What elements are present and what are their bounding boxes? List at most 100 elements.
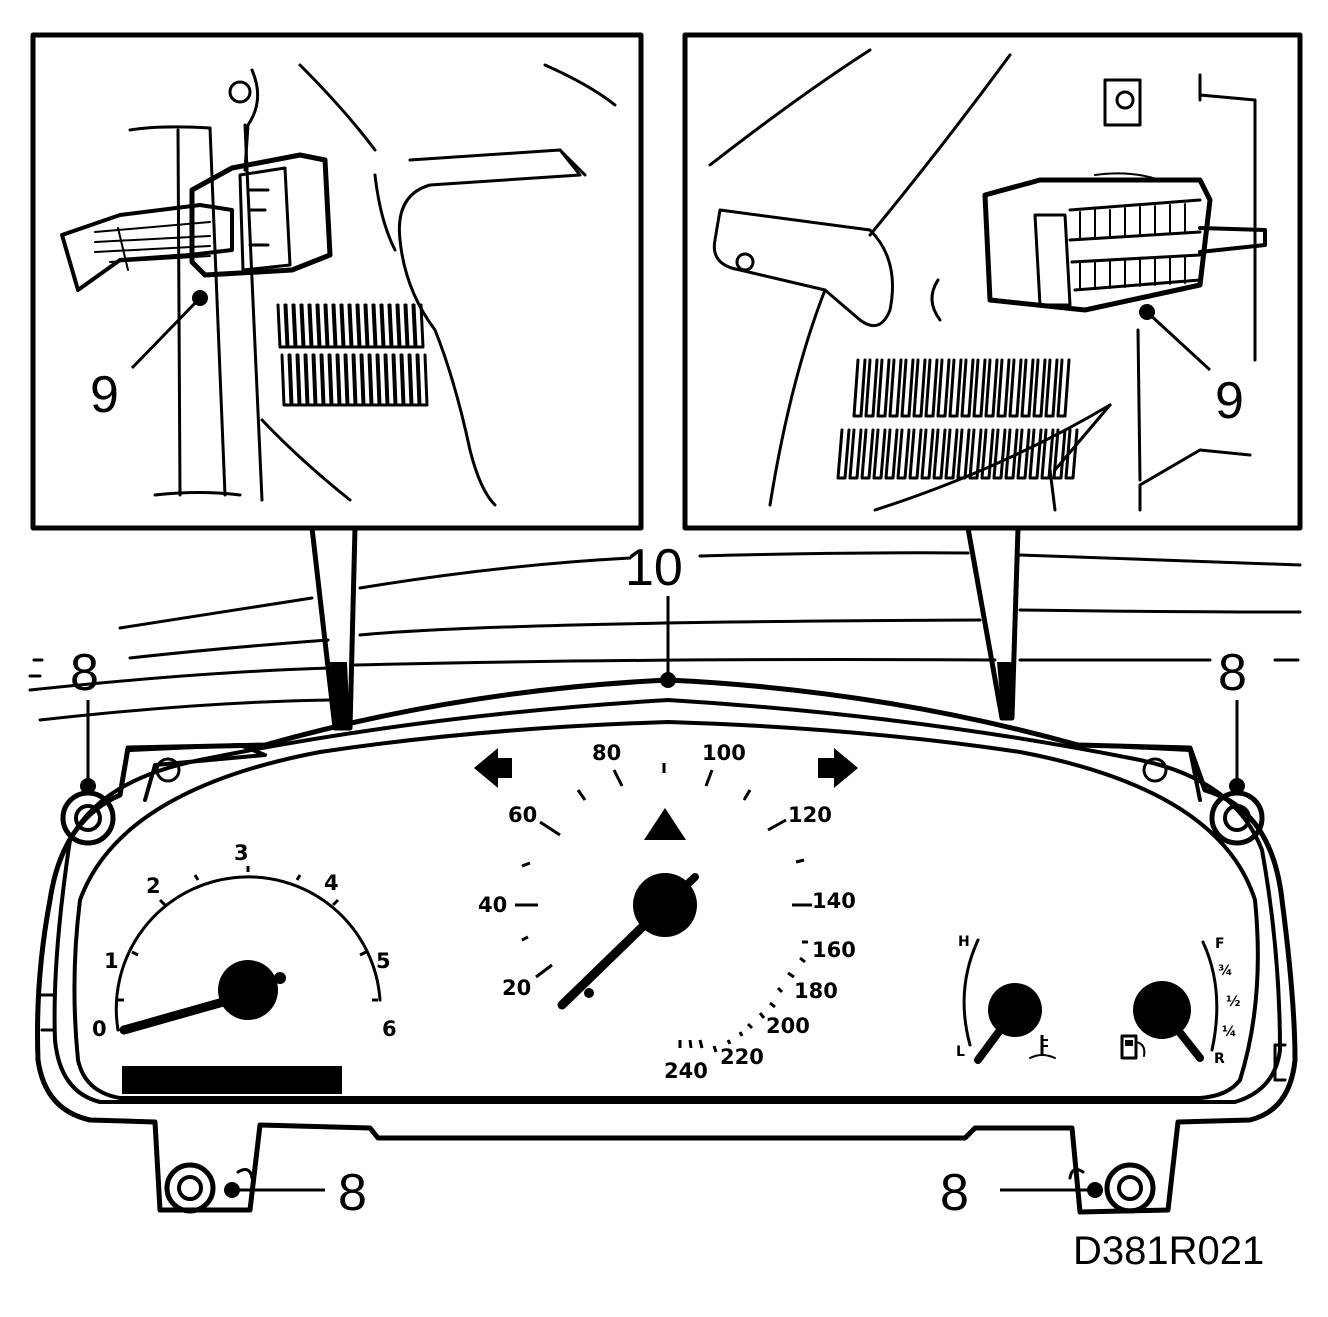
vent-slot (932, 428, 947, 480)
vent-slot (968, 428, 983, 480)
tachometer-label: 0 (92, 1017, 107, 1041)
vent-slot (860, 428, 875, 480)
inset-pointer-wedges (309, 525, 1021, 731)
speedometer-tick (712, 1045, 718, 1053)
speedometer-tick (612, 769, 624, 787)
vent-slot (948, 358, 963, 418)
turn-right-arrow-icon (818, 748, 858, 788)
tachometer-label: 3 (234, 841, 249, 865)
callout-cluster: 10 (625, 539, 683, 597)
speedometer-label: 60 (508, 803, 537, 827)
callout-left-inset-connector: 9 (90, 366, 119, 424)
screw-bottom-left: 8 (164, 1162, 367, 1222)
right-inset-background-panel (708, 48, 1257, 512)
vent-slot (852, 358, 867, 418)
speedometer-tick (776, 986, 784, 994)
tachometer-hub (218, 960, 278, 1020)
tachometer-tick (158, 898, 167, 907)
vent-slot (1016, 428, 1031, 480)
vent-slot (984, 358, 999, 418)
turn-left-arrow-icon (474, 748, 512, 788)
left-inset: 9 (30, 32, 644, 531)
vent-slot (884, 428, 899, 480)
speedometer-tick (539, 820, 561, 837)
dashboard-lines (28, 551, 1302, 722)
left-inset-leader: 9 (90, 290, 208, 424)
speedometer-tick (535, 963, 553, 979)
speedometer-label: 140 (812, 889, 856, 913)
vent-slot (1044, 358, 1059, 418)
speedometer-tick (688, 1039, 693, 1049)
fuel-quarter-label: ¼ (1222, 1024, 1237, 1040)
right-inset-leader: 9 (1139, 304, 1244, 430)
vent-slot (876, 358, 891, 418)
vent-slot (936, 358, 951, 418)
vent-slot (908, 428, 923, 480)
speedometer-tick (746, 1022, 754, 1030)
vent-slot (412, 303, 425, 349)
vent-slot (1064, 428, 1079, 480)
vent-slot (896, 428, 911, 480)
speedometer-label: 200 (766, 1014, 810, 1038)
speedometer-label: 80 (592, 741, 621, 765)
speedometer-tick (698, 1039, 704, 1049)
tachometer-tick (359, 950, 367, 957)
left-inset-harness-connector (60, 152, 333, 292)
speedometer-tick (521, 861, 531, 868)
tachometer-label: 4 (324, 871, 339, 895)
temperature-gauge: H L (956, 934, 1056, 1064)
cluster-dial-face (72, 720, 1260, 1100)
screw-top-left: 8 (60, 644, 116, 846)
vent-slot (1056, 358, 1071, 418)
right-inset: 9 (682, 32, 1303, 531)
vent-slot (864, 358, 879, 418)
tachometer-tick (193, 874, 200, 881)
right-inset-harness-connector (982, 172, 1267, 313)
vent-slot (1040, 428, 1055, 480)
right-inset-frame (682, 32, 1303, 531)
speedometer-tick (795, 858, 805, 864)
speedometer-label: 120 (788, 803, 832, 827)
vent-slot (900, 358, 915, 418)
fuel-full-label: F (1215, 936, 1225, 952)
vent-slot (920, 428, 935, 480)
speedometer-tick (758, 1012, 766, 1019)
vent-slot (960, 358, 975, 418)
speedometer-label: 240 (664, 1059, 708, 1083)
speedometer-tick (521, 935, 529, 942)
cluster-inner-bezel (52, 698, 1282, 1104)
vent-slot (1008, 358, 1023, 418)
vent-slot (1020, 358, 1035, 418)
vent-slot (924, 358, 939, 418)
left-inset-bracket (128, 68, 352, 502)
cluster-housing: 10 (35, 539, 1298, 1215)
callout-screw-bottom-right: 8 (940, 1164, 969, 1222)
vent-slot (1052, 428, 1067, 480)
tachometer-arc (114, 875, 382, 1032)
fuel-pump-icon (1120, 1034, 1146, 1060)
odometer-display (122, 1066, 342, 1094)
vent-slot (980, 428, 995, 480)
vent-slot (944, 428, 959, 480)
vent-slot (1032, 358, 1047, 418)
speedometer-tick (769, 1001, 776, 1009)
speedometer-tick (742, 789, 752, 801)
left-inset-background-panel (298, 63, 617, 507)
speedometer-tick (799, 956, 806, 964)
speedometer-label: 40 (478, 893, 507, 917)
vent-slot (972, 358, 987, 418)
tachometer-label: 2 (146, 874, 161, 898)
screw-bottom-right: 8 (940, 1162, 1156, 1222)
tachometer-label: 6 (382, 1017, 397, 1041)
speedometer-tick (787, 971, 795, 979)
speedometer-label: 220 (720, 1045, 764, 1069)
figure-code: D381R021 (1073, 1229, 1264, 1273)
fuel-three-quarter-label: ¾ (1218, 963, 1233, 979)
vent-slot (836, 428, 851, 480)
temperature-high-label: H (958, 934, 970, 950)
right-inset-vent-grille (836, 358, 1079, 480)
fuel-needle (1158, 1006, 1204, 1062)
